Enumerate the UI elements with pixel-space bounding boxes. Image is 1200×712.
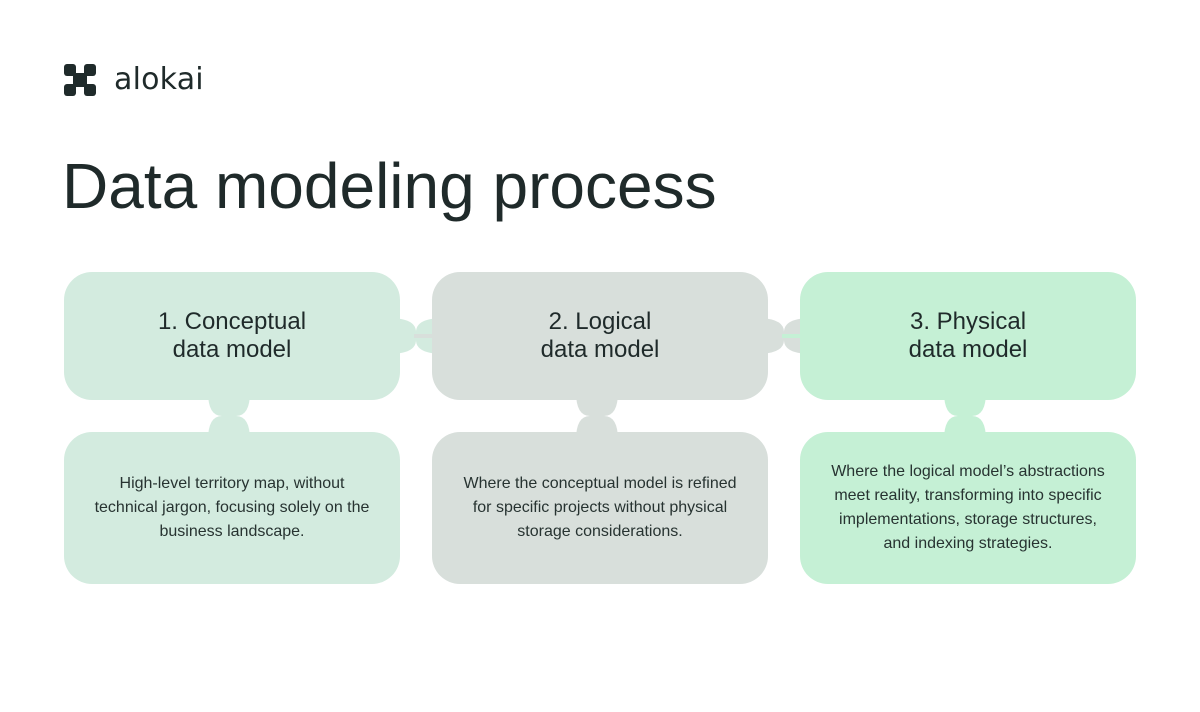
brand-logo: alokai xyxy=(64,64,204,96)
brand-name: alokai xyxy=(114,62,204,97)
page-title: Data modeling process xyxy=(62,150,717,222)
step-2-title: 2. Logical data model xyxy=(541,308,660,364)
step-3-title-card: 3. Physical data model xyxy=(800,272,1136,400)
step-2-description: Where the conceptual model is refined fo… xyxy=(463,475,737,540)
connector-top-1a xyxy=(394,334,418,338)
step-2-description-card: Where the conceptual model is refined fo… xyxy=(432,432,768,584)
step-2-title-line2: data model xyxy=(540,336,660,363)
step-1-description: High-level territory map, without techni… xyxy=(94,475,370,540)
connector-vertical-2-fill xyxy=(594,392,598,440)
step-1-title: 1. Conceptual data model xyxy=(158,308,306,364)
step-1-description-card: High-level territory map, without techni… xyxy=(64,432,400,584)
step-3-title: 3. Physical data model xyxy=(909,308,1028,364)
step-2-title-line1: 2. Logical xyxy=(548,308,652,335)
step-1-title-line2: data model xyxy=(172,336,292,363)
connector-top-2b xyxy=(782,334,806,338)
connector-vertical-3-fill xyxy=(962,392,966,440)
connector-top-1b xyxy=(414,334,438,338)
alokai-logo-icon xyxy=(64,64,96,96)
step-1-title-line1: 1. Conceptual xyxy=(157,308,307,335)
step-1-title-card: 1. Conceptual data model xyxy=(64,272,400,400)
step-3-description: Where the logical model’s abstractions m… xyxy=(831,463,1105,552)
step-3-title-line2: data model xyxy=(908,336,1028,363)
step-2-title-card: 2. Logical data model xyxy=(432,272,768,400)
connectors xyxy=(208,318,986,440)
connector-top-2a xyxy=(762,334,786,338)
process-diagram: 1. Conceptual data model 2. Logical data… xyxy=(64,272,1136,584)
step-3-description-card: Where the logical model’s abstractions m… xyxy=(800,432,1136,584)
connector-vertical-1-fill xyxy=(226,392,230,440)
step-3-title-line1: 3. Physical xyxy=(909,308,1027,335)
